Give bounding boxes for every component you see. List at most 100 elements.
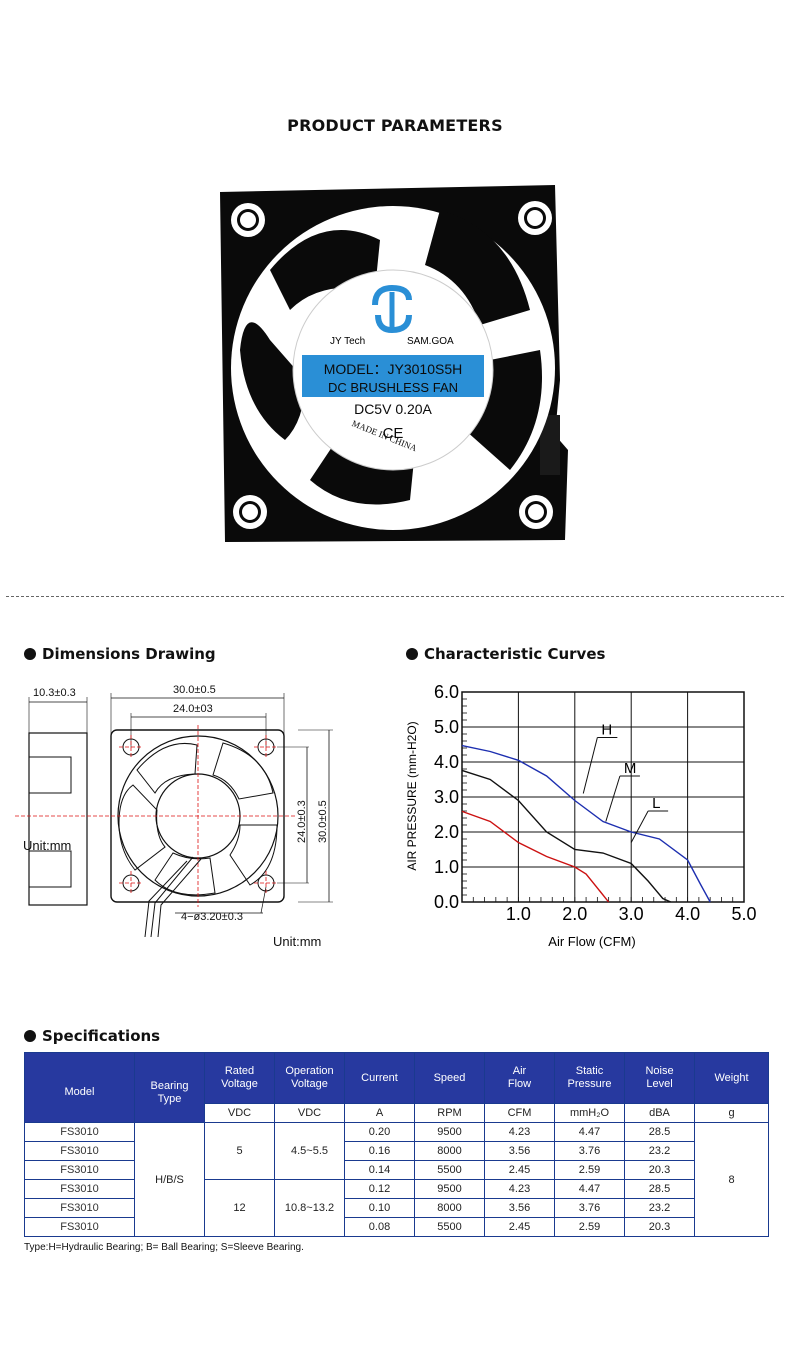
table-cell: 20.3 [624, 1217, 695, 1237]
fan-product-image: JY Tech SAM.GOA MODEL：JY3010S5H DC BRUSH… [220, 185, 568, 542]
table-header-cell: Current [344, 1052, 415, 1104]
chart-series-line-l [461, 810, 610, 903]
chart-x-tick-label: 3.0 [619, 904, 644, 924]
table-cell: 5500 [414, 1217, 485, 1237]
curves-heading: Characteristic Curves [406, 645, 605, 663]
table-cell: 3.56 [484, 1141, 555, 1161]
table-cell: 0.16 [344, 1141, 415, 1161]
table-cell: FS3010 [24, 1179, 135, 1199]
chart-y-tick-label: 1.0 [434, 857, 459, 877]
table-cell: 2.45 [484, 1160, 555, 1180]
chart-grid [461, 691, 745, 903]
section-divider [6, 596, 784, 597]
unit-label-right: Unit:mm [273, 934, 321, 949]
table-cell: 12 [204, 1179, 275, 1237]
fan-type-text: DC BRUSHLESS FAN [328, 380, 458, 395]
table-cell: 2.59 [554, 1217, 625, 1237]
table-cell: 0.10 [344, 1198, 415, 1218]
dim-hole-spacing-v-label: 24.0±0.3 [296, 800, 308, 843]
table-cell: 0.12 [344, 1179, 415, 1199]
page-title: PRODUCT PARAMETERS [287, 116, 503, 135]
table-header-cell: Weight [694, 1052, 769, 1104]
chart-series-line-m [461, 769, 671, 903]
chart-y-tick-label: 6.0 [434, 682, 459, 702]
dim-depth-label: 10.3±0.3 [33, 687, 76, 699]
table-cell: 20.3 [624, 1160, 695, 1180]
table-cell: 2.59 [554, 1160, 625, 1180]
fan-model-text: MODEL：JY3010S5H [324, 361, 463, 377]
table-cell: 28.5 [624, 1179, 695, 1199]
chart-y-tick-label: 3.0 [434, 787, 459, 807]
chart-series-label-m: M [624, 760, 637, 777]
bullet-icon [24, 648, 36, 660]
table-cell: 4.23 [484, 1122, 555, 1142]
table-cell: 3.76 [554, 1141, 625, 1161]
chart-series-leader-m [605, 775, 621, 822]
bullet-icon [24, 1030, 36, 1042]
chart-series-line-h [461, 744, 711, 903]
table-cell: 0.14 [344, 1160, 415, 1180]
table-unit-cell: RPM [414, 1103, 485, 1123]
fan-brand2-text: SAM.GOA [407, 336, 454, 347]
chart-series: H M L [461, 722, 711, 903]
table-unit-cell: A [344, 1103, 415, 1123]
chart-x-tick-label: 5.0 [731, 904, 756, 924]
table-unit-cell: VDC [274, 1103, 345, 1123]
table-unit-cell: CFM [484, 1103, 555, 1123]
specs-heading: Specifications [24, 1027, 160, 1045]
chart-y-tick-label: 2.0 [434, 822, 459, 842]
table-cell: FS3010 [24, 1141, 135, 1161]
table-cell: 4.5~5.5 [274, 1122, 345, 1180]
chart-x-axis-label: Air Flow (CFM) [548, 934, 635, 949]
table-cell: 8000 [414, 1198, 485, 1218]
unit-label-left: Unit:mm [23, 838, 71, 853]
table-header-cell: Speed [414, 1052, 485, 1104]
table-cell: 8000 [414, 1141, 485, 1161]
table-cell: 9500 [414, 1122, 485, 1142]
table-cell: 5500 [414, 1160, 485, 1180]
table-cell: 4.47 [554, 1179, 625, 1199]
table-cell: FS3010 [24, 1198, 135, 1218]
table-cell: 3.76 [554, 1198, 625, 1218]
table-header-cell: Model [24, 1052, 135, 1123]
chart-x-tick-label: 2.0 [562, 904, 587, 924]
chart-x-tick-label: 1.0 [506, 904, 531, 924]
table-cell: 9500 [414, 1179, 485, 1199]
chart-series-leader-l [630, 810, 649, 843]
table-cell: 23.2 [624, 1198, 695, 1218]
chart-series-label-h: H [601, 722, 612, 739]
table-cell: 3.56 [484, 1198, 555, 1218]
dim-height-label: 30.0±0.5 [317, 800, 329, 843]
table-unit-cell: mmH₂O [554, 1103, 625, 1123]
table-cell: 2.45 [484, 1217, 555, 1237]
table-cell: 10.8~13.2 [274, 1179, 345, 1237]
table-unit-cell: dBA [624, 1103, 695, 1123]
table-cell: 8 [694, 1122, 769, 1237]
ce-mark-text: CE [383, 425, 404, 442]
table-cell: H/B/S [134, 1122, 205, 1237]
table-cell: 0.08 [344, 1217, 415, 1237]
table-unit-cell: VDC [204, 1103, 275, 1123]
chart-y-tick-label: 5.0 [434, 717, 459, 737]
chart-y-tick-label: 0.0 [434, 892, 459, 912]
chart-series-label-l: L [652, 795, 660, 812]
table-unit-cell: g [694, 1103, 769, 1123]
chart-x-tick-label: 4.0 [675, 904, 700, 924]
dim-hole-spacing-label: 24.0±03 [173, 703, 213, 715]
